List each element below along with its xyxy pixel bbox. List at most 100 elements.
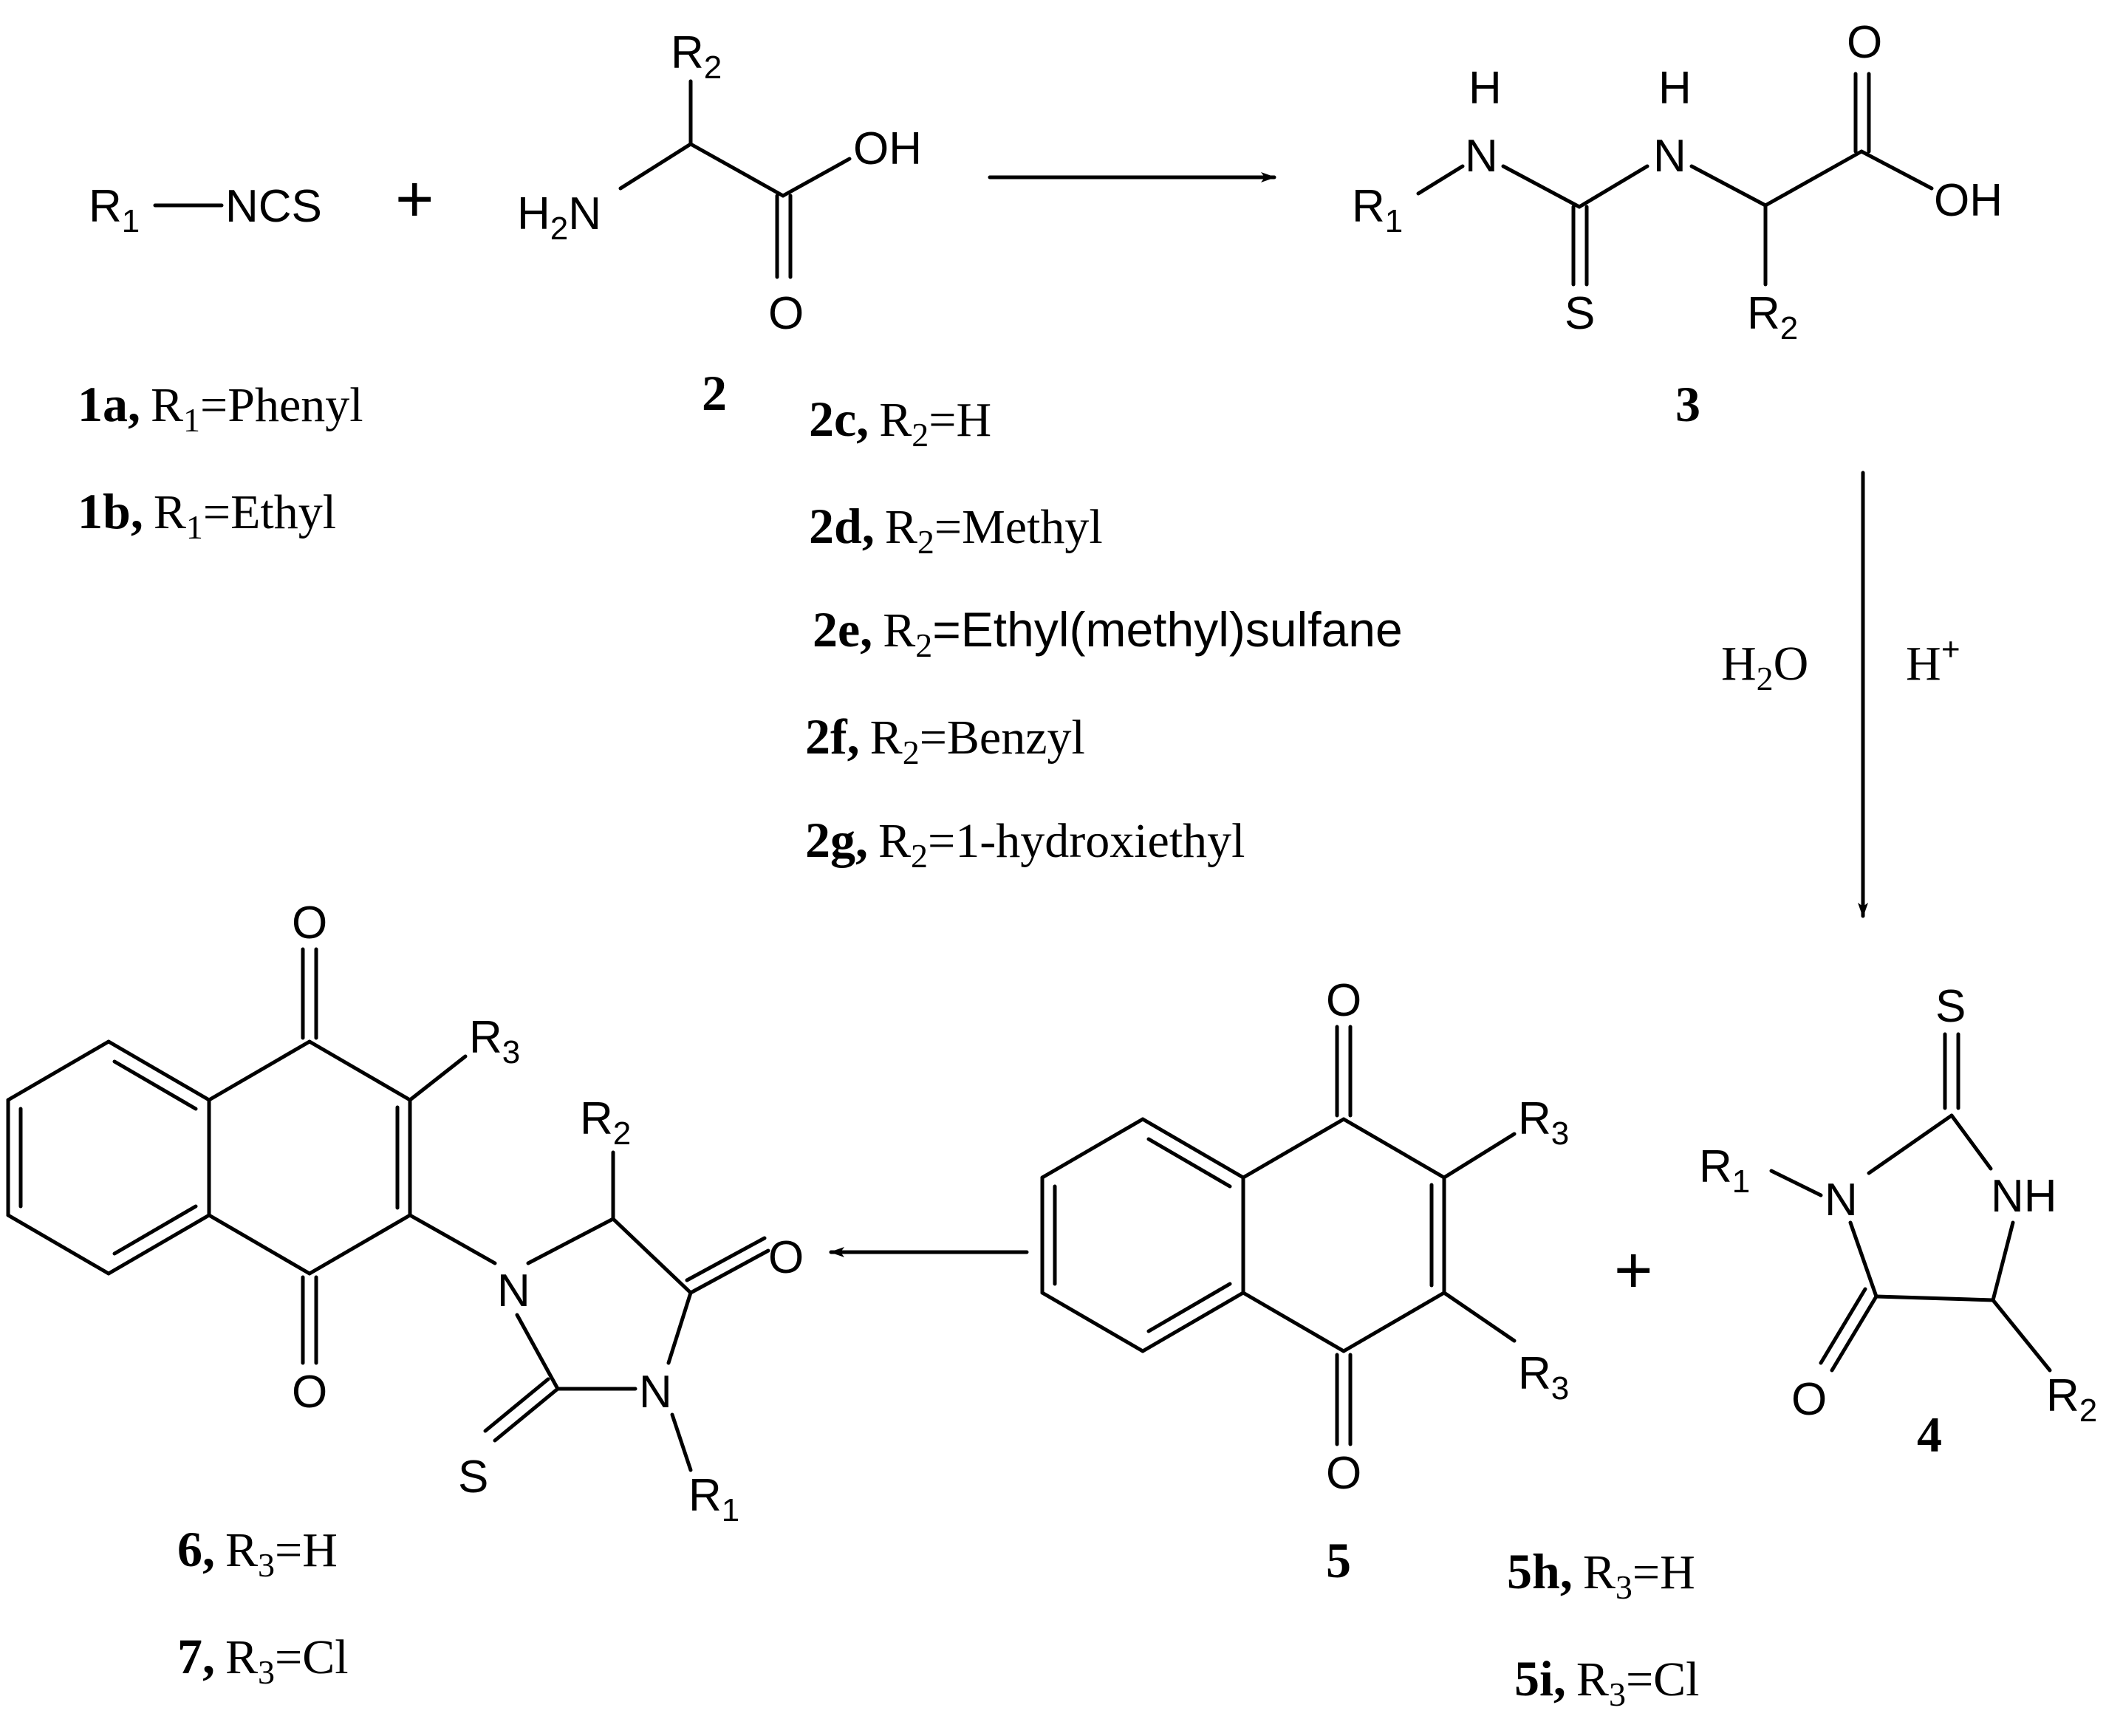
compound-label-3: 3 xyxy=(1675,376,1700,432)
condition-acid: H+ xyxy=(1906,630,1960,691)
bond-c2-n3 xyxy=(1867,1113,1954,1175)
label-2e: 2e,R2=Ethyl(methyl)sulfane xyxy=(813,601,1403,664)
bond-n-ca xyxy=(618,142,693,191)
compound-2-amino-acid: R2 H2N OH O xyxy=(517,27,922,339)
bond-c5-c4 xyxy=(611,1217,693,1295)
bond-c8a-c8 xyxy=(1141,1117,1245,1180)
atom-s: S xyxy=(458,1452,488,1503)
compound-3-thiourea: R1 H N S H N R2 O OH xyxy=(1352,17,2003,346)
bond-r1-n xyxy=(1769,1169,1823,1197)
atom-o: O xyxy=(768,288,804,339)
bond-c5-c4a xyxy=(106,1213,211,1276)
bond-c-oh xyxy=(1859,149,1934,191)
bond-c4-c4a xyxy=(207,1213,312,1276)
label-2f: 2f,R2=Benzyl xyxy=(805,708,1085,771)
bond-c8a-c8 xyxy=(106,1039,211,1102)
bond-n-c xyxy=(1501,164,1582,209)
atom-o: O xyxy=(292,898,327,949)
bond-c8-c7 xyxy=(6,1039,111,1102)
atom-r2: R2 xyxy=(1747,288,1798,346)
atom-r3: R3 xyxy=(1518,1093,1569,1152)
bond-c4-o-2 xyxy=(1819,1287,1867,1365)
bond-c2-r3 xyxy=(408,1054,468,1102)
compound-5-naphthoquinone: O O R3 R3 xyxy=(1040,975,1569,1499)
bond-c1-c2 xyxy=(1341,1117,1446,1180)
atom-r2: R2 xyxy=(580,1093,631,1152)
atom-oh: OH xyxy=(853,123,922,174)
bond-c4-c4a xyxy=(1241,1291,1346,1353)
bond-n3-c4 xyxy=(1848,1220,1878,1299)
bond-n-c5 xyxy=(526,1217,615,1265)
bond-c4-c5 xyxy=(1874,1294,1995,1302)
compound-1-isothiocyanate: R1 NCS xyxy=(89,181,322,239)
bond-n-ca xyxy=(1689,164,1768,208)
bond-c5-r2 xyxy=(1991,1298,2052,1373)
bond-c5-c4a-inner xyxy=(112,1204,198,1256)
atom-oh: OH xyxy=(1934,175,2003,226)
label-7: 7,R3=Cl xyxy=(177,1628,349,1691)
atom-o: O xyxy=(292,1367,327,1418)
bond-c8-c7 xyxy=(1040,1117,1145,1180)
bond-c5-c4a xyxy=(1141,1291,1245,1353)
label-6: 6,R3=H xyxy=(177,1521,338,1584)
atom-o: O xyxy=(1791,1374,1827,1425)
bond-c3-c4 xyxy=(307,1213,412,1276)
label-1a: 1a,R1=Phenyl xyxy=(78,376,363,439)
bond-r1-n xyxy=(1416,164,1465,196)
atom-ncs: NCS xyxy=(225,181,322,232)
condition-water: H2O xyxy=(1721,637,1808,697)
atom-o: O xyxy=(1847,17,1882,68)
bond-c2-n1 xyxy=(515,1313,560,1391)
bond-c3-c4 xyxy=(1341,1291,1446,1353)
atom-o: O xyxy=(1326,975,1361,1026)
atom-nh: NH xyxy=(1991,1171,2057,1222)
bond-c5-n1 xyxy=(1991,1220,2015,1302)
compound-6-7-product: O O R3 N R2 O N S xyxy=(6,898,804,1528)
atom-s: S xyxy=(1935,981,1966,1032)
atom-n: N xyxy=(1825,1175,1858,1226)
label-2c: 2c,R2=H xyxy=(809,391,991,454)
atom-n: N xyxy=(1653,131,1686,182)
bond-c6-c5 xyxy=(1040,1291,1145,1353)
atom-h: H xyxy=(1469,63,1502,114)
bond-c8a-c1 xyxy=(207,1039,312,1102)
bond-c6-c5 xyxy=(6,1213,111,1276)
bond-n3-r1 xyxy=(670,1412,693,1472)
atom-r2: R2 xyxy=(2046,1370,2097,1429)
atom-r1: R1 xyxy=(89,181,140,239)
bond-ca-c xyxy=(1763,149,1864,208)
atom-h: H xyxy=(1658,63,1692,114)
bond-c-n xyxy=(1577,164,1649,209)
atom-n: N xyxy=(639,1367,672,1418)
plus-sign-1: + xyxy=(395,163,434,236)
atom-o: O xyxy=(1326,1448,1361,1499)
atom-r3: R3 xyxy=(1518,1348,1569,1407)
bond-c1-c2 xyxy=(307,1039,412,1102)
atom-r2: R2 xyxy=(671,27,722,86)
atom-h2n: H2N xyxy=(517,188,601,247)
atom-n: N xyxy=(1465,131,1498,182)
bond-c8a-c8-inner xyxy=(112,1059,198,1111)
plus-sign-2: + xyxy=(1614,1234,1653,1308)
compound-label-2: 2 xyxy=(702,365,727,421)
bond-c2-s-1 xyxy=(493,1387,560,1443)
compound-4-thiohydantoin: S N NH R1 O R2 xyxy=(1699,981,2097,1429)
label-2g: 2g,R2=1-hydroxiethyl xyxy=(805,812,1245,875)
bond-c4-o-b xyxy=(685,1236,767,1282)
bond-c3-n xyxy=(408,1213,497,1265)
label-5h: 5h,R3=H xyxy=(1507,1543,1695,1606)
bond-c4-o-1 xyxy=(1830,1294,1878,1373)
bond-c4-o-a xyxy=(688,1248,770,1295)
label-2d: 2d,R2=Methyl xyxy=(809,498,1103,561)
compound-label-5: 5 xyxy=(1326,1532,1351,1588)
bond-c3-r3 xyxy=(1442,1291,1517,1343)
bond-c8a-c1 xyxy=(1241,1117,1346,1180)
atom-r1: R1 xyxy=(1352,181,1403,239)
bond-c5-c4a-inner xyxy=(1146,1282,1232,1333)
bond-c2-n1 xyxy=(1949,1113,1993,1171)
bond-ca-c xyxy=(688,142,785,198)
compound-label-4: 4 xyxy=(1917,1407,1942,1463)
label-5i: 5i,R3=Cl xyxy=(1514,1650,1700,1713)
atom-r3: R3 xyxy=(469,1012,520,1070)
